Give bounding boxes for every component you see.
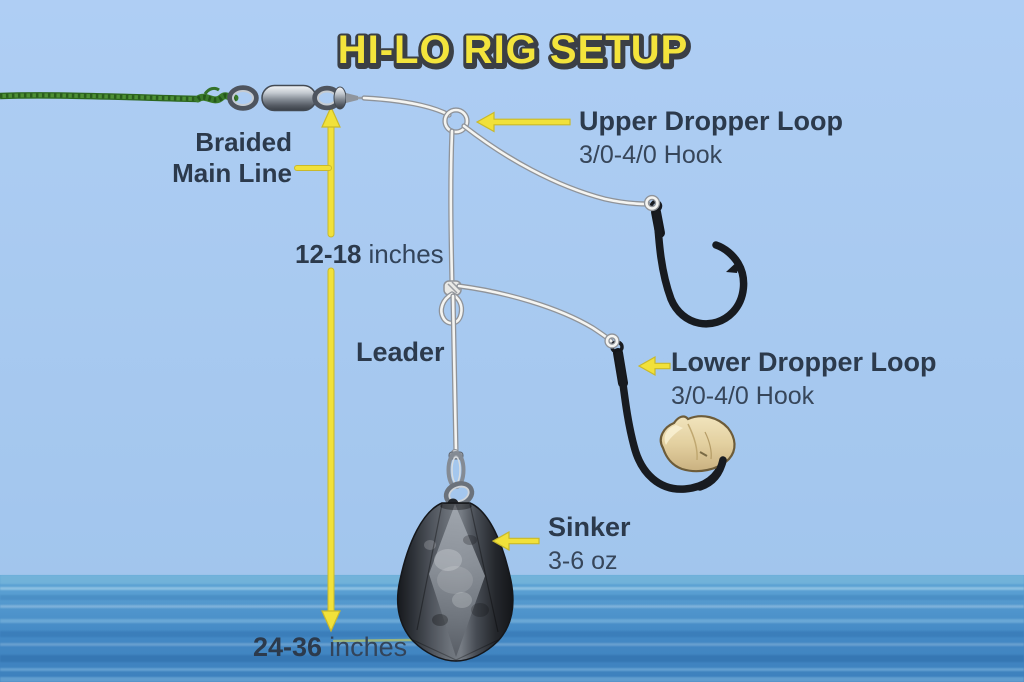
sinker-label: Sinker 3-6 oz: [548, 512, 631, 576]
arrowhead-down-icon: [321, 610, 341, 633]
braided-main-line-label: Braided Main Line: [130, 127, 292, 189]
title-text: HI-LO RIG SETUP: [338, 28, 689, 72]
lower-spacing-unit: inches: [329, 632, 408, 662]
water-streak: [0, 631, 1024, 637]
lower-dropper-arrow-icon: [637, 355, 671, 377]
lower-spacing-value: 24-36: [253, 632, 323, 662]
arrowhead-up-icon: [321, 105, 341, 128]
sinker-graphic: [396, 449, 514, 662]
leader-label: Leader: [356, 337, 445, 367]
leader-eye-loops: [604, 194, 661, 349]
lower-dropper-hook-size: 3/0-4/0 Hook: [671, 382, 815, 410]
water-streak: [0, 619, 1024, 623]
water-streak: [0, 655, 1024, 662]
upper-dropper-hook-size: 3/0-4/0 Hook: [579, 141, 723, 169]
upper-spacing-unit: inches: [368, 239, 444, 269]
water-streak: [0, 677, 1024, 682]
upper-dropper-label: Upper Dropper Loop 3/0-4/0 Hook: [579, 106, 843, 170]
page-title: HI-LO RIG SETUP HI-LO RIG SETUP: [335, 26, 693, 78]
water-streak: [0, 575, 1024, 584]
upper-hook-graphic: [649, 199, 748, 328]
upper-spacing-value: 12-18: [295, 239, 362, 269]
main-line-label-line2: Main Line: [172, 158, 292, 188]
sinker-arrow-icon: [491, 530, 540, 552]
water-streak: [0, 643, 1024, 646]
upper-dropper-arrow-icon: [475, 111, 571, 133]
main-line-label-line1: Braided: [195, 127, 292, 157]
barrel-swivel-graphic: [227, 84, 366, 112]
measurement-arrow: [294, 105, 494, 643]
sinker-title: Sinker: [548, 512, 631, 542]
upper-dropper-title: Upper Dropper Loop: [579, 106, 843, 136]
braided-main-line-graphic: [0, 86, 239, 104]
hook-barb: [726, 259, 740, 273]
lower-dropper-label: Lower Dropper Loop 3/0-4/0 Hook: [671, 347, 937, 411]
water-streak: [0, 668, 1024, 671]
bait-graphic: [659, 415, 736, 473]
sinker-weight: 3-6 oz: [548, 547, 618, 575]
lower-dropper-title: Lower Dropper Loop: [671, 347, 937, 377]
lower-hook-graphic: [610, 340, 736, 493]
title-outline-shadow: HI-LO RIG SETUP: [339, 30, 690, 74]
